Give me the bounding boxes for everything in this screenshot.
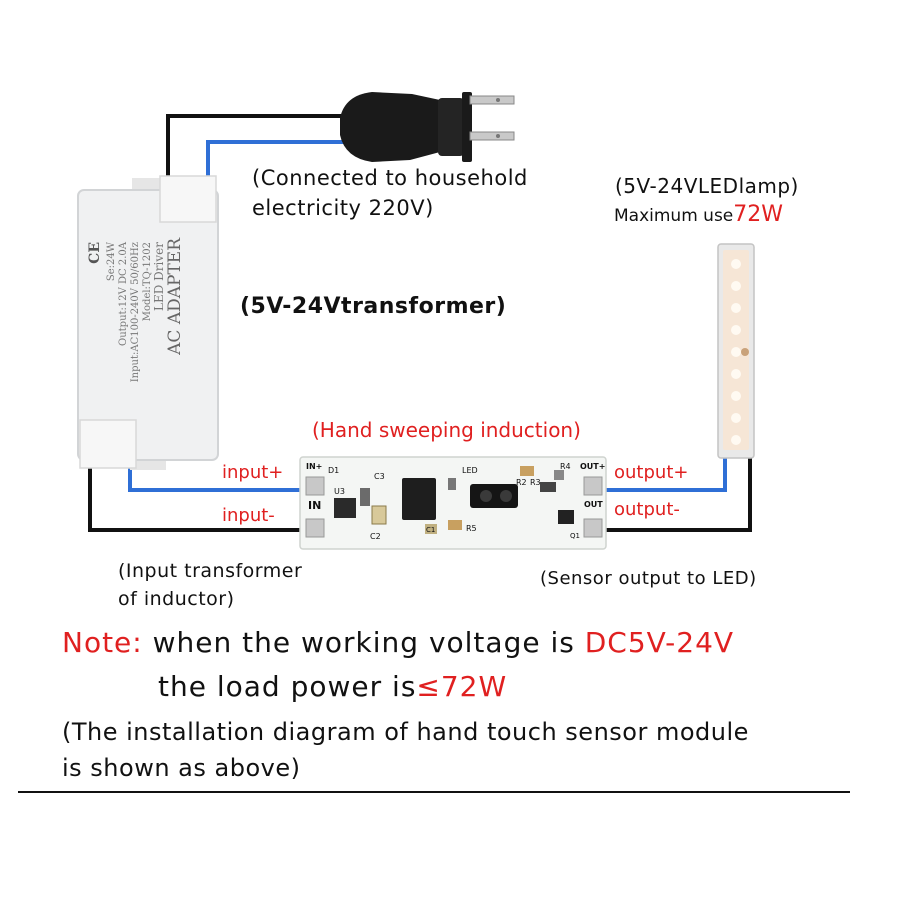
lamp-label-line2: Maximum use72W (614, 202, 783, 227)
power-plug (340, 92, 515, 162)
board-label-r4: R4 (560, 462, 571, 471)
plug-label-line1: (Connected to household (252, 166, 528, 190)
board-label-led: LED (462, 466, 478, 475)
input-plus-wire (128, 468, 300, 492)
ce-mark-icon: CE (87, 242, 103, 264)
left-caption-line1: (Input transformer (118, 560, 303, 582)
sensor-board (299, 456, 607, 550)
board-label-q1: Q1 (570, 532, 580, 540)
adapter-subtitle: LED Driver (152, 242, 166, 311)
board-label-u3: U3 (334, 487, 345, 496)
board-label-r3: R3 (530, 478, 541, 487)
plug-black-wire (166, 114, 345, 185)
adapter-input: Input:AC100-240V 50/60Hz (130, 242, 141, 383)
output-plus-label: output+ (614, 462, 689, 483)
board-label-r2: R2 (516, 478, 527, 487)
install-caption-line1: (The installation diagram of hand touch … (62, 718, 749, 746)
note-voltage-value: DC5V-24V (584, 626, 735, 659)
led-lamp (717, 243, 755, 459)
board-label-c3: C3 (374, 472, 385, 481)
lamp-max-use-text: Maximum use (614, 206, 734, 226)
board-label-c1: C1 (426, 526, 436, 534)
plug-label-line2: electricity 220V) (252, 196, 434, 220)
board-label-r5: R5 (466, 524, 477, 533)
lamp-max-use-value: 72W (733, 202, 784, 227)
board-label-out-plus: OUT+ (580, 462, 606, 471)
input-plus-label: input+ (222, 462, 284, 483)
note-line2: the load power is≤72W (158, 670, 507, 703)
adapter-title: AC ADAPTER (165, 238, 185, 355)
board-label-out: OUT (584, 500, 603, 509)
lamp-label-line1: (5V-24VLEDlamp) (615, 174, 799, 198)
output-minus-wire (605, 458, 752, 532)
note-power-value: ≤72W (416, 670, 508, 703)
board-label-c2: C2 (370, 532, 381, 541)
install-caption-line2: is shown as above) (62, 754, 301, 782)
plug-blue-wire (206, 140, 345, 185)
adapter-model: Model:TQ-1202 (142, 242, 153, 322)
note-line1: Note: when the working voltage is DC5V-2… (62, 626, 734, 659)
sensor-title: (Hand sweeping induction) (312, 418, 581, 442)
note-prefix: Note: (62, 626, 143, 659)
output-plus-wire (605, 458, 727, 492)
adapter-label-panel: AC ADAPTER LED Driver Model:TQ-1202 Inpu… (87, 232, 188, 422)
board-label-d1: D1 (328, 466, 340, 475)
input-minus-wire (88, 468, 300, 532)
board-label-in-plus: IN+ (306, 462, 323, 471)
input-minus-label: input- (222, 505, 275, 526)
transformer-label: (5V-24Vtransformer) (240, 294, 507, 319)
adapter-output: Output:12V DC 2.0A (118, 242, 129, 346)
ac-adapter (77, 175, 219, 470)
board-label-in: IN (308, 499, 322, 512)
right-caption: (Sensor output to LED) (540, 568, 757, 589)
output-minus-label: output- (614, 499, 680, 520)
left-caption-line2: of inductor) (118, 588, 235, 610)
adapter-power: Se:24W (106, 242, 117, 282)
note-line1-text: when the working voltage is (142, 626, 585, 659)
note-line2-text: the load power is (158, 670, 417, 703)
